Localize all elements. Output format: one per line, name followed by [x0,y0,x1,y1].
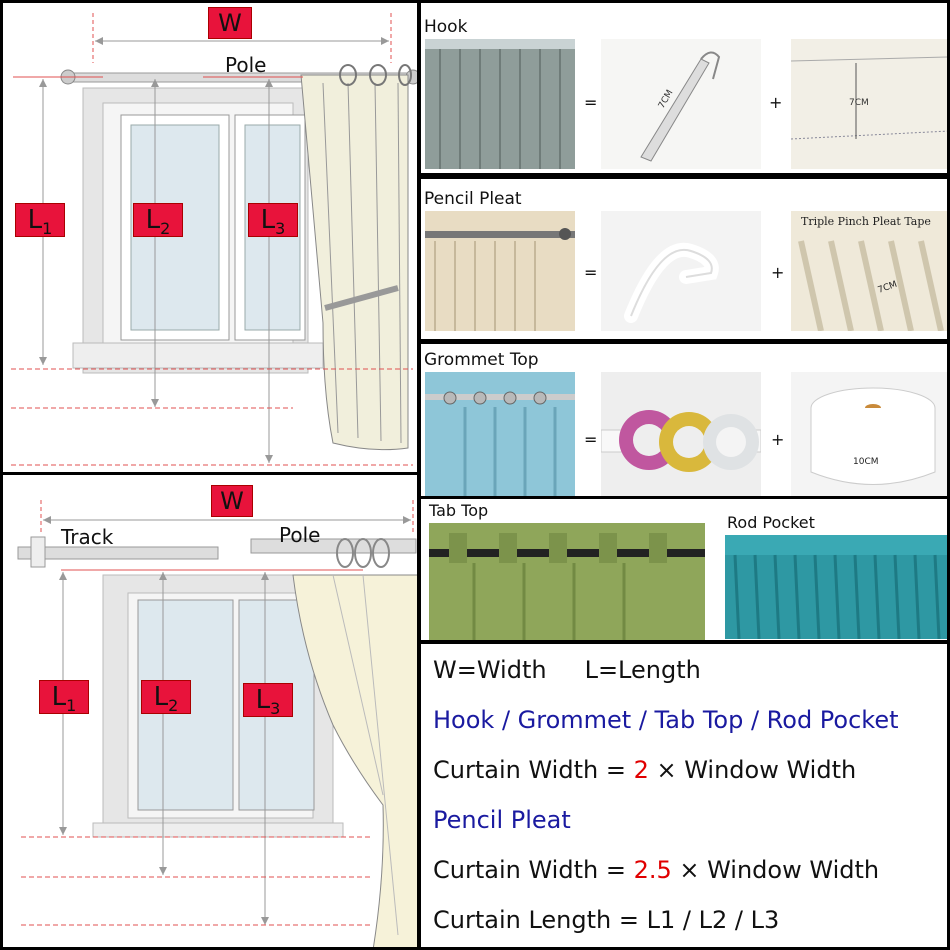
hook-tape-photo: 7CM [791,39,947,169]
l3-label: L3 [248,203,298,238]
pole-window-illustration [11,13,417,466]
legend-hook-group: Hook / Grommet / Tab Top / Rod Pocket [433,706,899,734]
tab-top-curtain-photo [429,523,705,640]
legend-width-formula-2x: Curtain Width = 2 × Window Width [433,756,857,784]
pencil-pleat-curtain-photo [425,211,575,331]
equals-sign: = [584,93,598,112]
equals-sign: = [584,430,598,449]
plus-sign: + [771,263,785,282]
hook-curtain-photo [425,39,575,169]
svg-text:7CM: 7CM [849,98,869,108]
equals-sign: = [584,263,598,282]
track-diagram-panel: W Track Pole L1 L2 L3 [0,472,420,950]
tab-rod-panel: Tab Top Rod Pocket [418,496,950,643]
width-label: W [208,7,252,39]
width-label: W [211,485,253,517]
svg-text:10CM: 10CM [853,457,879,467]
plus-sign: + [771,430,785,449]
plus-sign: + [769,93,783,112]
pole-diagram-panel: W Pole L1 L2 L3 [0,0,420,475]
legend-width-formula-2-5x: Curtain Width = 2.5 × Window Width [433,856,880,884]
l2-label: L2 [133,203,183,238]
tab-top-title: Tab Top [429,501,489,520]
metal-hook-photo: 7CM [601,39,761,169]
plastic-hook-photo [601,211,761,331]
grommet-curtain-photo [425,372,575,496]
legend-pencil-pleat: Pencil Pleat [433,806,571,834]
pole-label: Pole [279,523,321,547]
l3-label: L3 [243,683,293,718]
pencil-pleat-panel: Pencil Pleat = + 7CM Triple Pinch Pleat … [418,176,950,342]
pole-label: Pole [225,53,267,77]
pleat-tape-photo: 7CM [791,211,947,331]
pencil-pleat-title: Pencil Pleat [424,189,522,209]
legend-length-formula: Curtain Length = L1 / L2 / L3 [433,906,780,934]
hook-panel: Hook = 7CM + 7CM [418,0,950,176]
rod-pocket-curtain-photo [725,535,947,639]
l2-label: L2 [141,680,191,715]
track-label: Track [61,525,114,549]
rod-pocket-title: Rod Pocket [727,513,815,532]
grommet-title: Grommet Top [424,350,539,370]
grommet-panel: Grommet Top = + 10CM [418,341,950,499]
l1-label: L1 [39,680,89,715]
hook-title: Hook [424,17,468,37]
grommet-tape-roll-photo: 10CM [791,372,947,496]
grommet-rings-photo [601,372,761,496]
l1-label: L1 [15,203,65,238]
tape-label: Triple Pinch Pleat Tape [801,215,931,228]
